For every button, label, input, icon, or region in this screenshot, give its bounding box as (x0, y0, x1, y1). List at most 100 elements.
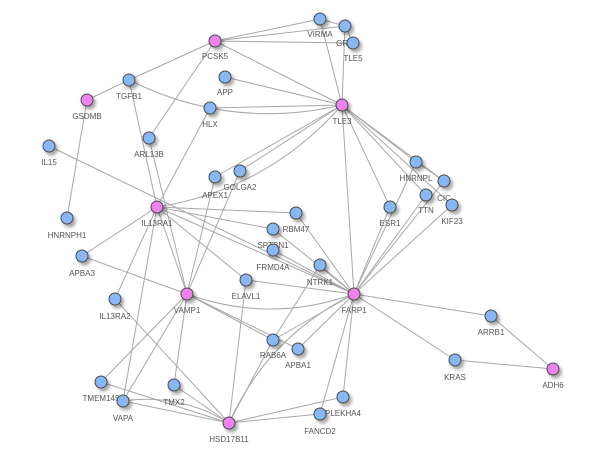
node-circle-hnrnph1[interactable] (60, 211, 74, 225)
node-vamp1[interactable]: VAMP1 (174, 287, 201, 315)
node-circle-plekha4[interactable] (336, 390, 350, 404)
node-golga2[interactable]: GOLGA2 (224, 164, 257, 192)
node-app[interactable]: APP (217, 70, 233, 97)
node-tle3[interactable]: TLE3 (332, 98, 352, 126)
node-circle-virma[interactable] (313, 12, 327, 26)
node-pcsk5[interactable]: PCSK5 (202, 34, 229, 61)
edge-farp1-arrb1 (353, 293, 492, 317)
node-circle-il13ra1[interactable] (150, 200, 164, 214)
node-circle-cic[interactable] (437, 174, 451, 188)
node-label-tle3: TLE3 (332, 117, 352, 126)
node-tmx2[interactable]: TMX2 (163, 378, 185, 407)
node-gsdmb[interactable]: GSDMB (72, 93, 102, 121)
node-apex1[interactable]: APEX1 (202, 170, 228, 200)
node-arl13b[interactable]: ARL13B (134, 131, 164, 159)
node-circle-tgfb1[interactable] (122, 73, 136, 87)
node-circle-tle5[interactable] (346, 36, 360, 50)
node-circle-hlx[interactable] (203, 101, 217, 115)
node-fancd2[interactable]: FANCD2 (304, 407, 336, 436)
node-circle-gsdmb[interactable] (80, 93, 94, 107)
node-circle-pcsk5[interactable] (208, 34, 222, 48)
node-il13ra1[interactable]: IL13RA1 (141, 200, 173, 228)
node-tle5[interactable]: TLE5 (343, 36, 363, 63)
node-label-cic: CIC (437, 194, 451, 203)
node-circle-golga2[interactable] (233, 164, 247, 178)
node-rbm47[interactable]: RBM47 (283, 206, 310, 234)
edge-esr1-farp1 (353, 206, 391, 295)
node-tgfb1[interactable]: TGFB1 (116, 73, 142, 101)
edge-vamp1-apba1 (186, 293, 299, 350)
edge-kif23-farp1 (353, 204, 453, 295)
edge-farp1-fancd2 (319, 293, 355, 415)
node-frmd4a[interactable]: FRMD4A (257, 243, 291, 272)
node-apba1[interactable]: APBA1 (285, 342, 311, 370)
node-hnrnpl[interactable]: HNRNPL (400, 155, 433, 183)
node-circle-ttn[interactable] (419, 188, 433, 202)
node-ttn[interactable]: TTN (418, 188, 434, 215)
node-cic[interactable]: CIC (437, 174, 451, 203)
node-circle-il15[interactable] (42, 139, 56, 153)
node-circle-adh6[interactable] (546, 362, 560, 376)
node-circle-app[interactable] (218, 70, 232, 84)
edge-pcsk5-grn (214, 25, 346, 42)
node-circle-apba1[interactable] (291, 342, 305, 356)
node-circle-ntrk1[interactable] (313, 258, 327, 272)
node-circle-farp1[interactable] (347, 287, 361, 301)
node-label-adh6: ADH6 (542, 381, 564, 390)
node-circle-frmd4a[interactable] (266, 243, 280, 257)
node-circle-vamp1[interactable] (180, 287, 194, 301)
node-ntrk1[interactable]: NTRK1 (307, 258, 334, 287)
node-vapa[interactable]: VAPA (113, 394, 134, 423)
node-il15[interactable]: IL15 (41, 139, 57, 167)
node-farp1[interactable]: FARP1 (341, 287, 367, 315)
node-il13ra2[interactable]: IL13RA2 (99, 292, 131, 321)
node-circle-kras[interactable] (448, 353, 462, 367)
node-circle-hnrnpl[interactable] (409, 155, 423, 169)
node-circle-tle3[interactable] (335, 98, 349, 112)
node-circle-rbm47[interactable] (289, 206, 303, 220)
node-arrb1[interactable]: ARRB1 (478, 309, 505, 337)
node-elavl1[interactable]: ELAVL1 (232, 273, 261, 301)
node-circle-vapa[interactable] (116, 394, 130, 408)
node-label-tmem145: TMEM145 (83, 394, 120, 403)
node-kras[interactable]: KRAS (444, 353, 466, 382)
node-circle-arrb1[interactable] (484, 309, 498, 323)
node-circle-arl13b[interactable] (142, 131, 156, 145)
node-esr1[interactable]: ESR1 (380, 200, 401, 228)
node-label-vapa: VAPA (113, 414, 134, 423)
node-circle-esr1[interactable] (383, 200, 397, 214)
node-circle-il13ra2[interactable] (108, 292, 122, 306)
node-rab6a[interactable]: RAB6A (260, 333, 287, 360)
node-tmem145[interactable]: TMEM145 (83, 375, 120, 403)
node-label-grn: GRN (336, 39, 354, 48)
edge-apex1-vamp1 (186, 176, 216, 295)
node-label-virma: VIRMA (307, 30, 333, 39)
node-circle-fancd2[interactable] (313, 407, 327, 421)
node-circle-elavl1[interactable] (239, 273, 253, 287)
node-circle-rab6a[interactable] (266, 333, 280, 347)
node-grn[interactable]: GRN (336, 19, 354, 48)
edge-tgfb1-gsdmb (86, 79, 130, 101)
node-label-gsdmb: GSDMB (72, 112, 101, 121)
node-circle-kif23[interactable] (445, 198, 459, 212)
edge-elavl1-farp1 (245, 279, 355, 295)
node-circle-apex1[interactable] (208, 170, 222, 184)
node-circle-sptbn1[interactable] (266, 222, 280, 236)
edge-ttn-farp1 (353, 194, 427, 295)
node-plekha4[interactable]: PLEKHA4 (325, 390, 362, 418)
node-hnrnph1[interactable]: HNRNPH1 (48, 211, 87, 240)
node-adh6[interactable]: ADH6 (542, 362, 564, 390)
node-apba3[interactable]: APBA3 (69, 249, 95, 278)
node-circle-tmem145[interactable] (94, 375, 108, 389)
node-virma[interactable]: VIRMA (307, 12, 333, 39)
node-circle-hsd17b11[interactable] (222, 416, 236, 430)
node-circle-apba3[interactable] (75, 249, 89, 263)
curved-edge-il13ra1-tle3 (156, 104, 343, 208)
node-circle-grn[interactable] (338, 19, 352, 33)
edge-hlx-tle3 (209, 104, 343, 109)
edge-il13ra1-elavl1 (156, 206, 247, 281)
node-hsd17b11[interactable]: HSD17B11 (209, 416, 249, 444)
node-circle-tmx2[interactable] (167, 378, 181, 392)
node-kif23[interactable]: KIF23 (441, 198, 463, 226)
node-hlx[interactable]: HLX (202, 101, 218, 129)
